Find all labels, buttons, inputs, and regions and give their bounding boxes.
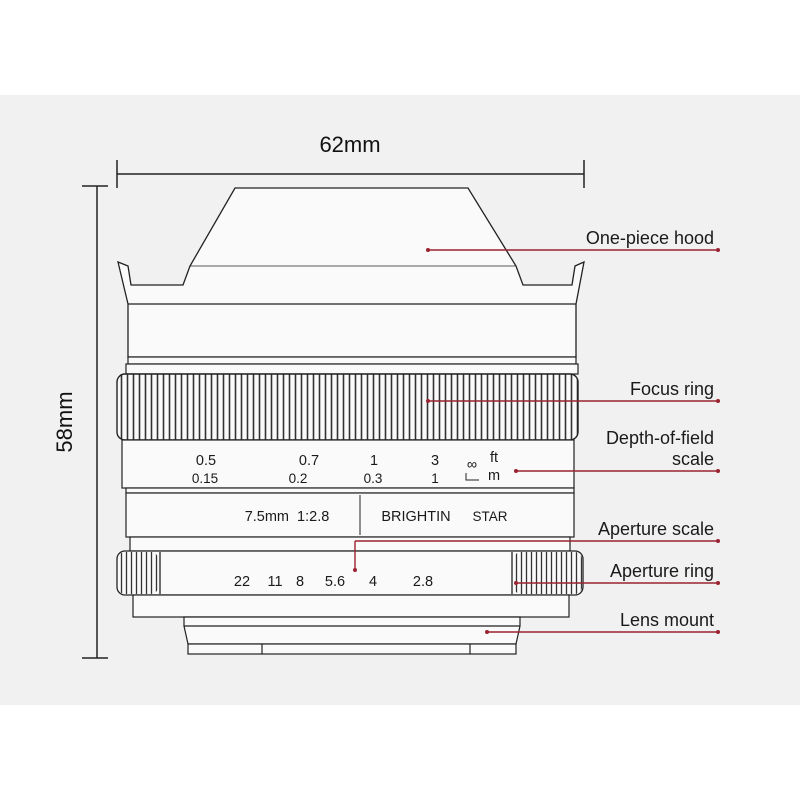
- focal-aperture-text: 7.5mm 1:2.8: [245, 509, 330, 525]
- distance-scale-meters: 0.15 0.2 0.3 1 m: [192, 468, 500, 486]
- aperture-value: 5.6: [325, 574, 345, 590]
- infinity-mark: ∞: [465, 457, 479, 481]
- height-label: 58mm: [52, 391, 77, 452]
- callout-aperture-ring: Aperture ring: [610, 561, 714, 581]
- width-dimension: 62mm: [116, 132, 585, 188]
- aperture-value: 2.8: [413, 574, 433, 590]
- callout-lines: [353, 248, 720, 634]
- aperture-value: 8: [296, 574, 304, 590]
- meter-value: 1: [431, 471, 439, 486]
- callout-dof-line2: scale: [672, 449, 714, 469]
- infinity-symbol: ∞: [467, 457, 477, 473]
- feet-value: 3: [431, 453, 439, 469]
- meter-value: 0.15: [192, 471, 218, 486]
- callout-aperture-scale: Aperture scale: [598, 519, 714, 539]
- feet-value: 1: [370, 453, 378, 469]
- distance-scale-feet: 0.5 0.7 1 3 ft: [196, 450, 498, 469]
- meter-value: 0.2: [289, 471, 308, 486]
- lens-info-band: [125, 487, 575, 552]
- callout-labels: One-piece hood Focus ring Depth-of-field…: [586, 228, 714, 630]
- hood-base-ring: [125, 356, 579, 375]
- lens-hood: [117, 187, 585, 358]
- width-label: 62mm: [319, 132, 380, 157]
- unit-m: m: [488, 468, 500, 484]
- height-dimension: 58mm: [52, 185, 108, 659]
- callout-lens-mount: Lens mount: [620, 610, 714, 630]
- callout-focus-ring: Focus ring: [630, 379, 714, 399]
- lens-mount: [132, 594, 570, 655]
- aperture-value: 4: [369, 574, 377, 590]
- lens-info-text: 7.5mm 1:2.8 BRIGHTIN STAR: [245, 509, 508, 525]
- feet-value: 0.7: [299, 453, 319, 469]
- aperture-value: 22: [234, 574, 250, 590]
- feet-value: 0.5: [196, 453, 216, 469]
- aperture-ring: [116, 550, 584, 596]
- aperture-values: 22 11 8 5.6 4 2.8: [234, 574, 433, 590]
- callout-hood: One-piece hood: [586, 228, 714, 248]
- meter-value: 0.3: [364, 471, 383, 486]
- distance-scale-band: [121, 439, 575, 489]
- callout-dof-line1: Depth-of-field: [606, 428, 714, 448]
- unit-ft: ft: [490, 450, 498, 466]
- brand-text-2: STAR: [472, 509, 507, 524]
- brand-text-1: BRIGHTIN: [381, 509, 450, 525]
- focus-ring: [116, 373, 579, 441]
- aperture-value: 11: [267, 574, 282, 590]
